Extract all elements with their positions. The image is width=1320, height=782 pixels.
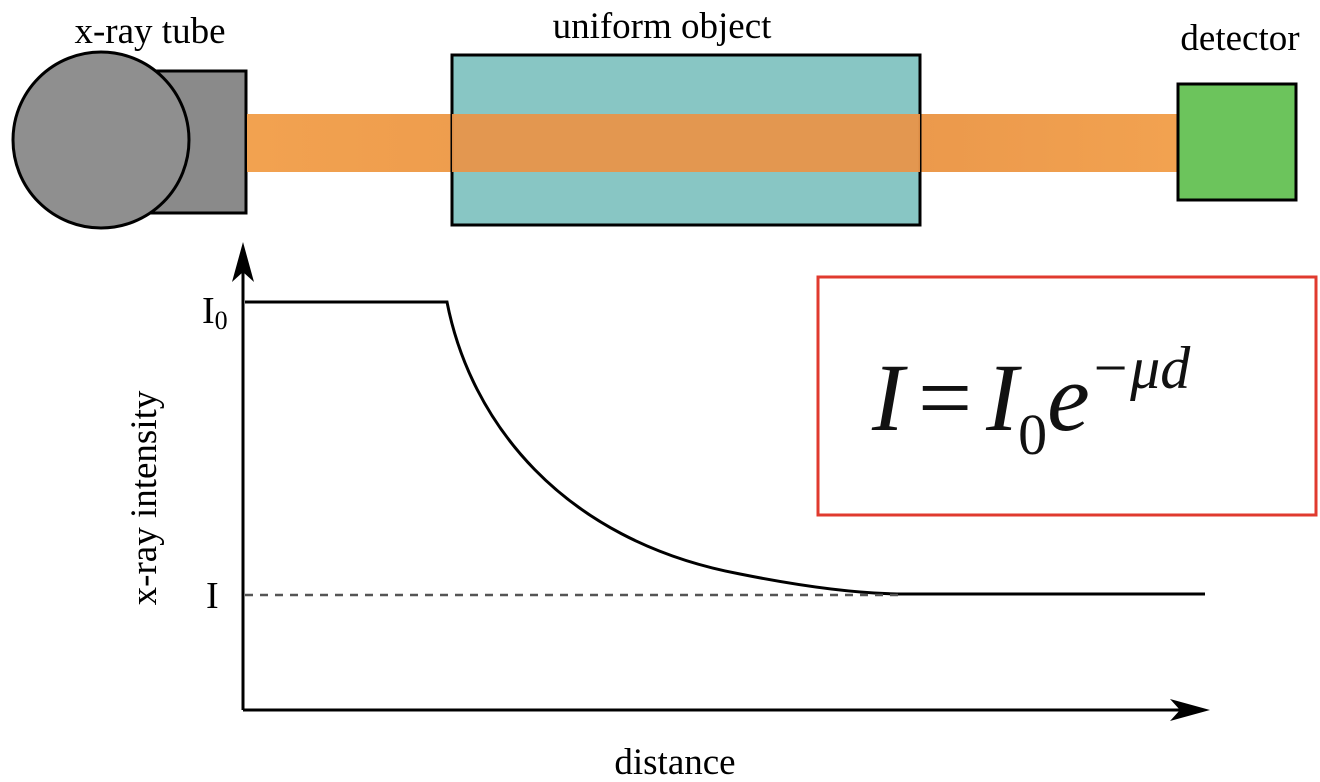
beam-through-object xyxy=(452,114,920,172)
i0-tick-label: I0 xyxy=(202,290,228,335)
x-axis-title: distance xyxy=(614,742,735,782)
object-label: uniform object xyxy=(553,6,773,47)
x-axis-arrow xyxy=(1170,699,1210,721)
i-tick-label: I xyxy=(206,575,219,617)
formula-lhs: I xyxy=(871,344,908,451)
x-ray-tube xyxy=(11,50,248,230)
formula-base: I xyxy=(985,344,1022,451)
formula-exponent: −μd xyxy=(1090,335,1192,401)
formula-e: e xyxy=(1047,344,1090,451)
formula-text: I=I0e−μd xyxy=(871,335,1191,467)
y-axis-arrow xyxy=(232,242,254,282)
tube-circle xyxy=(11,50,191,230)
y-axis-title: x-ray intensity xyxy=(124,390,165,605)
intensity-curve xyxy=(245,300,1205,596)
formula-base-sub: 0 xyxy=(1018,402,1047,467)
formula-box: I=I0e−μd xyxy=(816,275,1318,517)
detector xyxy=(1176,82,1298,202)
tube-label: x-ray tube xyxy=(74,11,225,52)
formula-eq: = xyxy=(918,344,972,451)
formula-border xyxy=(816,275,1318,517)
plot-axes xyxy=(232,242,1210,721)
detector-label: detector xyxy=(1180,18,1299,59)
